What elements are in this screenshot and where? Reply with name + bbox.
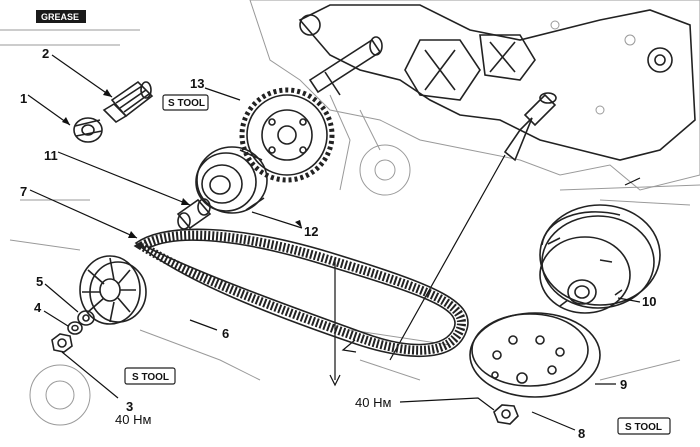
callout-4: 4 — [34, 300, 42, 315]
part-drive-nut — [51, 333, 73, 353]
grease-badge-label: GREASE — [41, 12, 79, 22]
part-starter-pinion — [102, 80, 154, 124]
torque-drive-nut: 40 Нм — [115, 412, 151, 427]
torque-driven-nut: 40 Нм — [355, 395, 391, 410]
callout-5: 5 — [36, 274, 43, 289]
callout-2: 2 — [42, 46, 49, 61]
leader-lines — [27, 54, 641, 431]
callout-13: 13 — [190, 76, 204, 91]
grease-badge: GREASE — [36, 10, 86, 23]
part-variator — [79, 255, 147, 325]
part-washer — [73, 117, 103, 143]
part-drive-belt — [133, 228, 469, 358]
special-tool-badge-right-label: S TOOL — [625, 422, 662, 433]
part-driven-nut — [493, 404, 519, 425]
part-ring-gear — [239, 87, 335, 183]
background-crankcase — [0, 0, 700, 426]
callout-1: 1 — [20, 91, 27, 106]
special-tool-badge-top: S TOOL — [162, 94, 209, 111]
callout-8: 8 — [578, 426, 585, 441]
torque-labels: 40 Нм 40 Нм — [115, 395, 391, 427]
callout-6: 6 — [222, 326, 229, 341]
callout-9: 9 — [620, 377, 627, 392]
arrowheads — [62, 89, 302, 238]
part-drive-face — [195, 146, 268, 214]
part-driven-pulley — [539, 204, 661, 314]
callout-3: 3 — [126, 399, 133, 414]
part-drive-washer — [67, 321, 83, 335]
special-tool-badge-left-label: S TOOL — [132, 372, 169, 383]
callout-11: 11 — [44, 148, 58, 163]
callout-7: 7 — [20, 184, 27, 199]
grease-badge-box — [36, 10, 86, 23]
special-tool-badge-right: S TOOL — [617, 417, 671, 435]
special-tool-badge-top-label: S TOOL — [168, 98, 205, 109]
special-tool-badge-left: S TOOL — [124, 367, 176, 385]
part-spacer — [77, 310, 95, 326]
callout-labels: 1 2 3 4 5 6 7 8 9 10 11 12 13 — [20, 46, 656, 441]
callout-12: 12 — [304, 224, 318, 239]
callout-10: 10 — [642, 294, 656, 309]
part-clutch-housing — [469, 312, 601, 398]
